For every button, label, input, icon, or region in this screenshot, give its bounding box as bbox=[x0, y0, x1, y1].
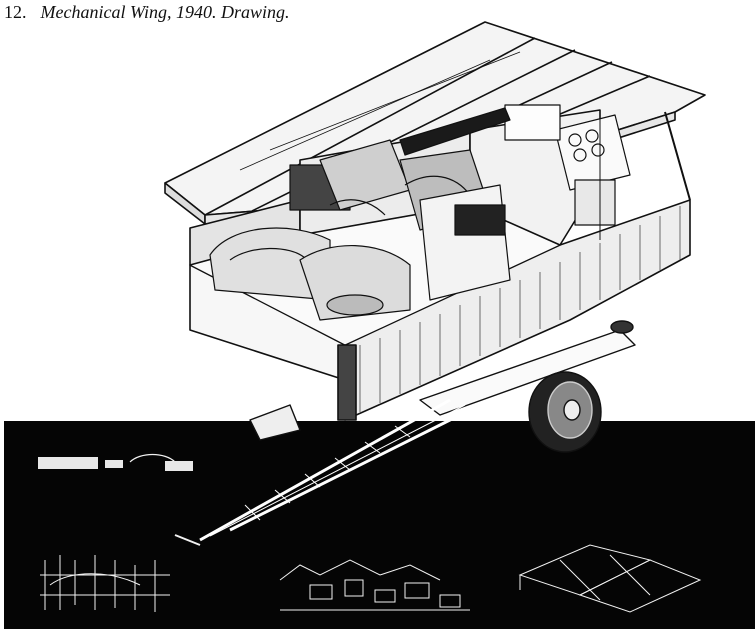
caption-title: Mechanical Wing, 1940. Drawing. bbox=[40, 2, 290, 22]
figure-caption: 12. Mechanical Wing, 1940. Drawing. bbox=[4, 2, 289, 23]
caption-number: 12. bbox=[4, 2, 27, 22]
photomontage-strip bbox=[38, 453, 702, 613]
chassis-frame bbox=[199, 320, 636, 542]
interior-furniture bbox=[209, 104, 691, 321]
